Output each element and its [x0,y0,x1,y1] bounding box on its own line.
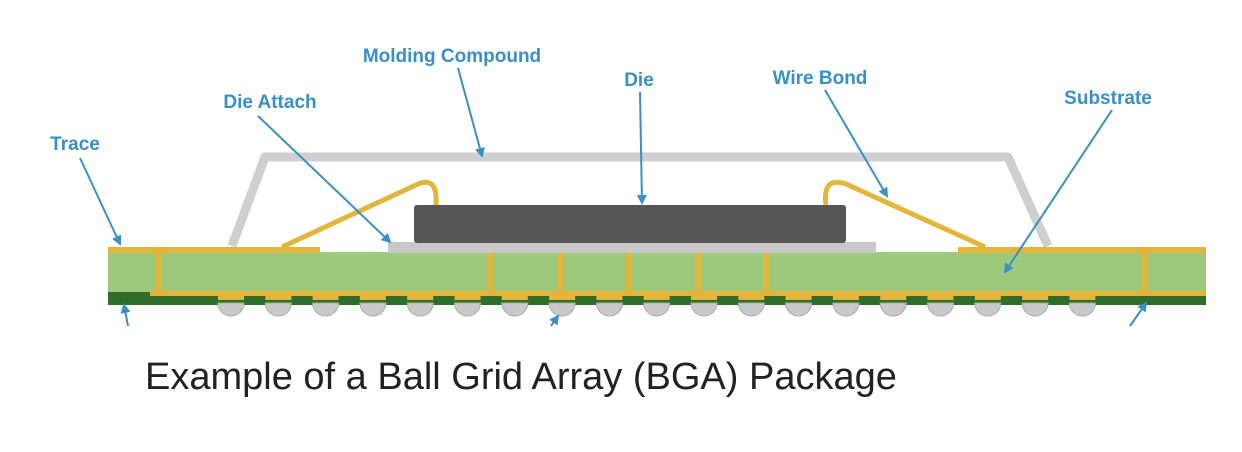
substrate-arrow [1003,109,1113,274]
molding-compound-outline [227,152,1053,248]
solder-ball [737,302,765,317]
solder-ball [264,302,292,317]
wire-bond-left [280,179,439,250]
solder-ball [595,302,623,317]
trace-label: Trace [50,134,100,155]
solder-ball [832,302,860,317]
ball-pad [880,292,907,300]
diagram-caption: Example of a Ball Grid Array (BGA) Packa… [145,356,897,398]
ball-pad [549,292,576,300]
ball-pad [785,292,812,300]
ball-pads [218,292,1096,300]
via [1142,252,1148,294]
molding-compound-arrow [457,67,485,158]
via [156,252,162,294]
ball-pad [1022,292,1049,300]
ball-pad [359,292,386,300]
vias [156,252,1148,294]
via [626,252,632,294]
substrate-body [108,252,1206,292]
solder-ball [406,302,434,317]
solder-balls [217,302,1096,317]
wire-bond-arrow [824,89,889,198]
ball-pad [454,292,481,300]
die [414,205,846,243]
solder-ball [453,302,482,317]
solder-ball [217,302,245,317]
trace-bottom-mid-arrow [549,314,560,327]
solder-ball [785,302,813,317]
ball-pad [643,292,670,300]
molding-compound-label: Molding Compound [363,46,541,67]
die-attach-layer [388,242,876,253]
ball-pad [927,292,954,300]
wire-bond-right [822,179,987,250]
die-attach-arrow [257,115,392,244]
ball-pad [218,292,244,300]
solder-ball [359,302,387,317]
ball-pad [1069,292,1096,300]
solder-ball [1021,302,1049,317]
ball-pad [691,292,717,300]
die-attach-label: Die Attach [223,92,316,113]
solder-ball [312,302,340,317]
via [488,252,494,294]
solder-ball [690,302,718,317]
solder-ball [643,302,671,317]
leader-arrows [79,67,1148,327]
solder-ball [879,302,907,317]
via [695,252,701,294]
solder-ball [501,302,529,317]
solder-ball [1068,302,1096,317]
die-label: Die [624,70,654,91]
ball-pad [501,292,528,300]
ball-pad [312,292,339,300]
trace-bottom-right-arrow [1129,301,1148,327]
ball-pad [265,292,292,300]
ball-pad [832,292,859,300]
die-arrow [636,91,647,205]
solder-ball [548,302,576,317]
ball-pad [596,292,623,300]
substrate-label: Substrate [1064,88,1152,109]
via [557,252,563,294]
trace-bottom [150,291,1206,296]
trace-bottom-left-arrow [120,303,131,327]
ball-pad [738,292,765,300]
trace-arrow [79,157,122,246]
solder-ball [974,302,1002,317]
ball-pad [407,292,434,300]
wire-bond-label: Wire Bond [773,68,868,89]
ball-pad [974,292,1001,300]
solder-ball [926,302,955,317]
trace-top-right [958,247,1206,253]
via [763,252,769,294]
trace-top-left [108,247,320,253]
